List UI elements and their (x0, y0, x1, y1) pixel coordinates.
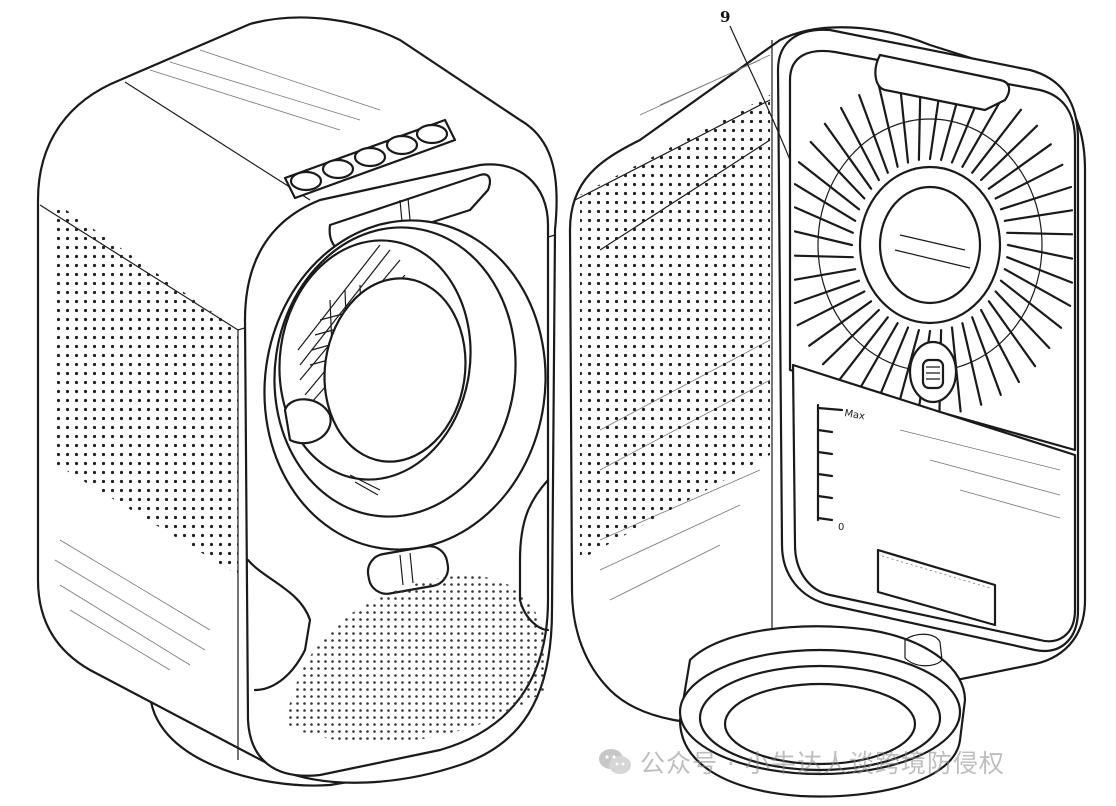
control-button-4 (385, 134, 419, 156)
fan-spoke (796, 290, 866, 327)
fan-spoke (1006, 231, 1074, 236)
fan-spoke (840, 106, 880, 182)
left-view-humidifier (36, 16, 558, 787)
fan-spoke (793, 254, 854, 259)
control-button-2 (321, 158, 355, 180)
fan-spoke (808, 300, 873, 347)
control-button-5 (415, 123, 449, 145)
right-view-humidifier: Max 0 9 (568, 8, 1087, 798)
fan-spoke (987, 300, 1037, 368)
control-button-1 (289, 170, 323, 192)
fan-spoke (877, 84, 899, 168)
fan-spoke (961, 95, 1005, 168)
fan-spoke (971, 316, 1002, 396)
fan-spoke (823, 122, 873, 190)
right-base (678, 625, 967, 798)
fan-spoke (961, 322, 983, 406)
fan-spoke (895, 329, 920, 412)
gauge-max-label: Max (843, 408, 865, 422)
rear-fan-grille (788, 49, 1077, 452)
fan-spoke (1006, 243, 1074, 260)
fan-spoke (971, 108, 1022, 174)
fan-spoke (980, 308, 1020, 384)
fan-spoke (994, 290, 1051, 350)
fan-spoke (875, 326, 910, 405)
gauge-min-label: 0 (838, 522, 844, 533)
reference-leader-line (729, 25, 791, 161)
watermark-text: 公众号 · 小牛达人谈跨境防侵权 (640, 749, 1005, 778)
fan-spoke (980, 124, 1039, 182)
fan-spoke (1003, 268, 1072, 307)
fan-spoke (793, 230, 854, 247)
wechat-icon (599, 749, 631, 774)
fan-spoke (797, 161, 861, 211)
fan-spoke (793, 279, 861, 305)
tank-label-plate (876, 548, 997, 627)
fan-spoke (838, 316, 889, 382)
watermark: 公众号 · 小牛达人谈跨境防侵权 (598, 744, 1005, 780)
fan-spoke (821, 308, 880, 366)
fan-spoke (855, 322, 899, 395)
air-outlet-ring (263, 219, 547, 551)
control-buttons (289, 123, 449, 192)
fan-spoke (999, 185, 1073, 211)
reference-numeral: 9 (720, 8, 730, 26)
control-button-3 (353, 146, 387, 168)
fan-hub-center (878, 185, 982, 305)
fan-spoke (809, 140, 866, 200)
fan-spoke (793, 206, 854, 234)
fan-spoke (999, 279, 1063, 329)
fan-spoke (858, 94, 889, 174)
fan-spoke (994, 163, 1064, 200)
fan-spoke (793, 268, 857, 281)
water-tank-window: Max 0 (791, 363, 1077, 643)
fan-spoke (987, 143, 1052, 190)
